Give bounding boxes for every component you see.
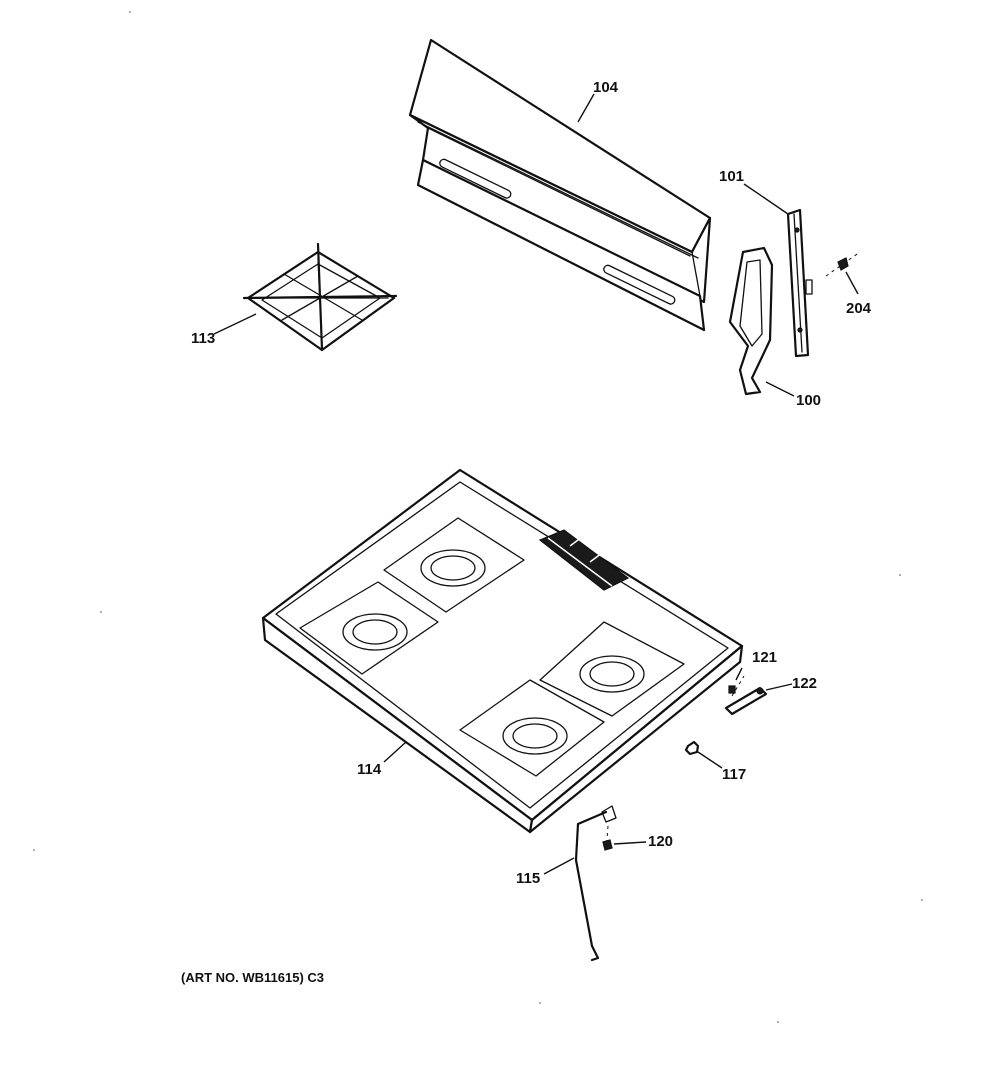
end-cap-bracket-part xyxy=(786,208,813,358)
callout-114: 114 xyxy=(357,761,382,778)
bracket-122-part xyxy=(724,686,768,716)
scan-specks xyxy=(33,11,923,1023)
callout-104: 104 xyxy=(593,79,619,96)
screw-204-part xyxy=(825,251,861,277)
callout-204: 204 xyxy=(846,300,872,317)
backguard-part xyxy=(408,38,712,332)
callout-100: 100 xyxy=(796,392,821,409)
callout-122: 122 xyxy=(792,675,817,692)
burner-grate-part xyxy=(242,242,398,352)
leader-lines xyxy=(213,93,859,875)
callout-120: 120 xyxy=(648,833,673,850)
callout-101: 101 xyxy=(719,168,744,185)
callout-117: 117 xyxy=(722,766,746,783)
end-cap-trim-part xyxy=(728,246,774,396)
callout-115: 115 xyxy=(516,870,540,887)
callout-113: 113 xyxy=(191,330,215,347)
callout-121: 121 xyxy=(752,649,777,666)
screw-121-part xyxy=(728,675,745,697)
cooktop-part xyxy=(261,468,744,834)
art-number: (ART NO. WB11615) C3 xyxy=(181,970,324,985)
nut-117-part xyxy=(684,740,700,756)
support-rod-115-part xyxy=(574,805,617,962)
